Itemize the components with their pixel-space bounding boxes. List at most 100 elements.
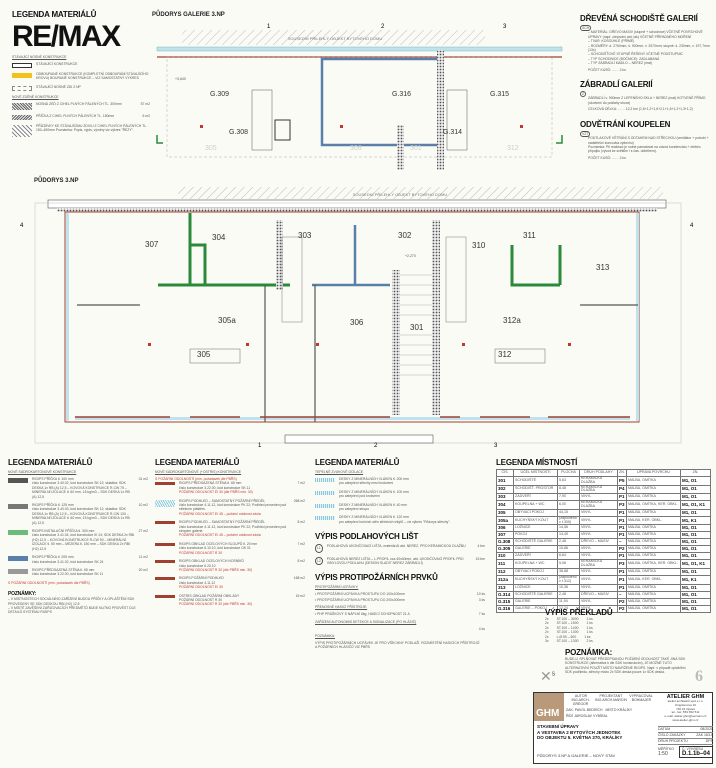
- north-arrow-icon: ✕S: [540, 668, 556, 684]
- legend-group-heading: NOVÉ ZDĚNÉ KONSTRUKCE: [12, 94, 59, 99]
- item-name: RIGIPS POŽÁRNÍ PODHLED: [179, 576, 224, 581]
- ghost-room-label: 306: [350, 145, 362, 152]
- table-cell: P1: [617, 567, 627, 576]
- legend-swatch: [8, 556, 28, 562]
- table-cell: P1: [617, 531, 627, 540]
- table-cell: M1, O1: [680, 583, 711, 592]
- item-name: RIGIPS PŘÍČKA tl. 100 mm: [32, 477, 74, 481]
- legend-swatch: [8, 504, 28, 510]
- spec-line: – TVAR: KOSOÚHLÉ (PŘÍMÉ): [588, 39, 635, 44]
- neighbor-label: SOUSEDNÍ PŘILEHLÝ OBJEKT BYTOVÉHO DOMU: [288, 36, 383, 41]
- table-cell: KERAMICKÁ DLAŽBA: [579, 500, 618, 510]
- fire-item: • PROTIPOŽÁRNÍ UCPÁVKA PROSTUPU DO 100x1…: [315, 592, 485, 596]
- item-desc: pro zateplení střechy mezi krokvemi: [339, 481, 394, 486]
- legend-swatch: [155, 577, 175, 581]
- table-cell: –: [617, 538, 627, 547]
- legend-text: RIGIPS PODHLED – SAMOSTATNÝ POŽÁRNÍ PŘED…: [179, 499, 290, 517]
- legend-heading: TEPELNĚ ZVUKOVÉ IZOLACE: [315, 470, 364, 474]
- level-tag: +3,640: [175, 77, 186, 81]
- tb-label: ŘÍDÍ: [566, 714, 573, 718]
- item-desc: POŽÁRNÍ ODOLNOST R 30: [179, 597, 223, 602]
- table-cell: P5: [617, 476, 627, 486]
- legend-item: NOSNÁ ZEĎ Z CIHEL PLNÝCH PÁLENÝCH TL. 30…: [36, 101, 122, 106]
- room-label: 302: [398, 231, 412, 240]
- tb-value: KRÁLÍKY: [617, 708, 633, 712]
- rooms-title: LEGENDA MÍSTNOSTÍ: [496, 458, 578, 467]
- room-label: G.309: [210, 91, 229, 98]
- fire-section-heading: POZNÁMKA:: [315, 633, 335, 638]
- room-label: 312: [498, 350, 512, 359]
- spec-line: – ROZMĚRY: d. 2760mm, š. 900mm, v. 2570m…: [588, 43, 710, 53]
- lintel-cell: 1 ks: [586, 630, 593, 635]
- meta-label: ČÍSLO ZAKÁZKY: [658, 733, 686, 737]
- room-label: 312a: [503, 316, 521, 325]
- table-cell: MALBA, OMÍTKA: [626, 531, 681, 540]
- room-label: G.314: [443, 129, 462, 136]
- item-name: DESKY Z MINERÁLNÍCH VLÁKEN tl. 40 mm: [339, 502, 407, 507]
- main-plan-title: PŮDORYS 3.NP: [34, 178, 79, 184]
- table-cell: P1: [617, 493, 627, 502]
- item-qty: 15 m2: [295, 593, 305, 598]
- table-cell: MALBA, OMÍTKA: [626, 484, 681, 495]
- legend-item: STÁVAJÍCÍ KONSTRUKCE: [36, 62, 78, 66]
- table-cell: VINYL: [579, 583, 618, 592]
- table-cell: M1, O1: [680, 590, 711, 599]
- legend-swatch: [155, 521, 175, 525]
- lintel-cell: ST.100 – 3000: [556, 617, 579, 621]
- table-header: ZN.: [617, 469, 627, 477]
- table-cell: MALBA, OMÍTKA: [626, 567, 681, 576]
- meta-value: ZAK 163-0: [696, 733, 713, 737]
- length-value: 12,2 bm (1,6+1,2+1,6+2,1+1,6+1,2+1,3+1,2…: [625, 107, 693, 112]
- count-value: 2 ks: [619, 67, 626, 72]
- table-cell: LOŽNICE: [513, 583, 558, 592]
- note-title: POZNÁMKA:: [565, 648, 613, 657]
- table-cell: (započteno v ř.312): [557, 574, 580, 585]
- legend-title: LEGENDA MATERIÁLŮ: [155, 458, 240, 467]
- count-label: POČET KUSŮ:: [588, 155, 611, 160]
- legend-swatch: [8, 478, 28, 483]
- table-cell: MALBA, OMÍTKA: [626, 583, 681, 592]
- table-cell: 305: [496, 508, 514, 517]
- project-line: DO OBJEKTU 5. KVĚTNA 270, KRÁLÍKY: [537, 735, 623, 740]
- table-cell: 5,63: [557, 476, 580, 486]
- legend-swatch: [155, 542, 175, 546]
- legend-swatch: [315, 490, 335, 495]
- table-cell: MALBA, OMÍTKA: [626, 597, 681, 606]
- legend-text: RIGIPS PODHLED – SAMOSTATNÝ POŽÁRNÍ PŘED…: [179, 520, 293, 538]
- table-cell: MALBA, OMÍTKA, KER. OBKL.: [626, 559, 681, 569]
- fire-section-heading: PROTIPOŽÁRNÍ UCPÁVKY:: [315, 585, 359, 590]
- drawing-title: PŮDORYS 3.NP A GALERIE – NOVÝ STAV: [537, 753, 616, 758]
- table-header: ČÍS.: [496, 469, 514, 477]
- table-cell: MALBA, KER. OBKL.: [626, 574, 681, 585]
- item-desc: pro zateplení stropu: [339, 507, 369, 512]
- room-label: 306: [350, 318, 364, 327]
- table-cell: LOŽNICE: [513, 524, 558, 533]
- count-label: POČET KUSŮ:: [588, 67, 611, 72]
- axis-marker: 1: [267, 24, 271, 30]
- table-cell: DŘEVO – MASIV: [579, 538, 618, 547]
- table-cell: 5,06: [557, 559, 580, 569]
- studio-line: Kingdomova 16: [675, 702, 696, 707]
- lintel-cell: ST.100 – 1500: [556, 621, 579, 626]
- legend-swatch: [8, 530, 28, 536]
- table-cell: MALBA, OMÍTKA: [626, 545, 681, 554]
- item-name: RIGIPS OBKLAD OCELOVÝCH SLOUPŮ tl. 20 mm: [179, 541, 258, 546]
- table-cell: KERAMICKÁ DLAŽBA: [579, 559, 618, 569]
